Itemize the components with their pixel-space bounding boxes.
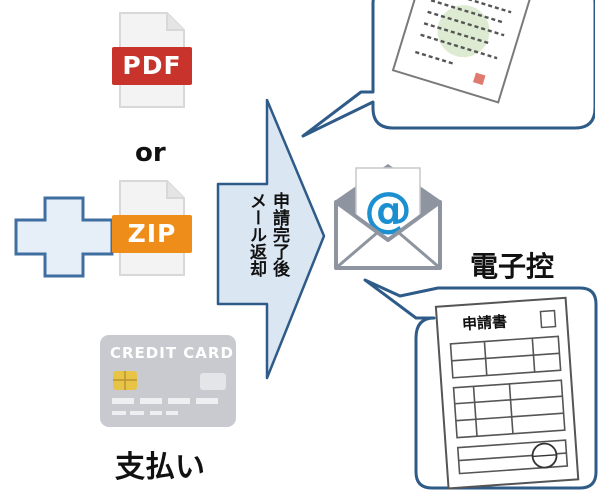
electronic-copy-label: 電子控 [470, 250, 555, 283]
submission-arrow [216, 98, 326, 380]
card-details-icon [112, 371, 226, 415]
application-form-speech-bubble [363, 278, 598, 490]
pdf-file-icon: PDF [112, 10, 192, 110]
credit-card-label: CREDIT CARD [110, 344, 234, 362]
zip-file-icon: ZIP [112, 178, 192, 278]
certificate-speech-bubble [301, 0, 595, 138]
application-form-title: 申請書 [461, 312, 508, 334]
zip-badge: ZIP [112, 215, 192, 253]
pdf-badge: PDF [112, 47, 192, 85]
payment-label: 支払い [115, 450, 205, 485]
or-label: or [135, 138, 166, 168]
arrow-text-email-return: メール返却 [246, 192, 266, 277]
credit-card-icon: CREDIT CARD [100, 335, 236, 427]
email-envelope-icon: @ [334, 164, 442, 270]
arrow-text-after-application: 申請完了後 [269, 192, 289, 277]
plus-icon [14, 196, 114, 278]
